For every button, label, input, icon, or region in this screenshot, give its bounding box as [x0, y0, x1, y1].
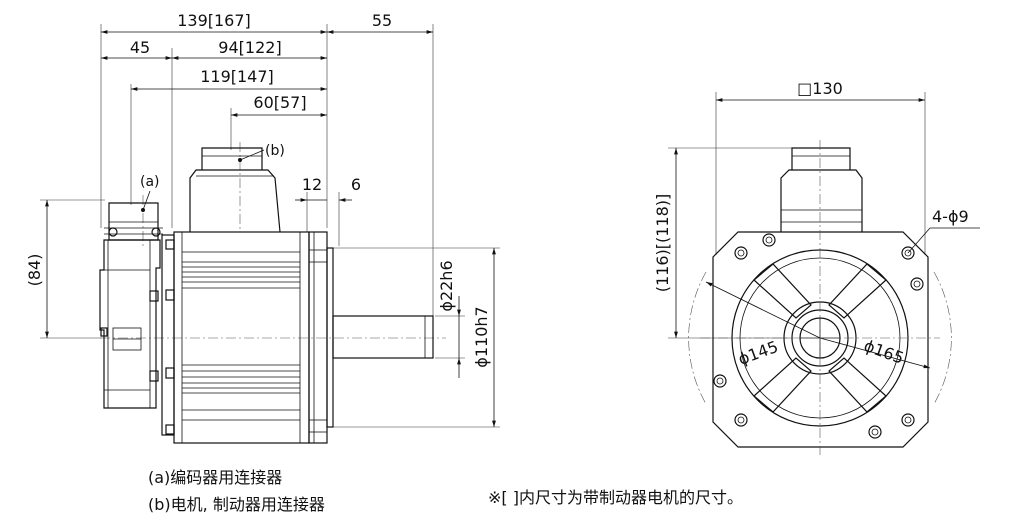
- dim-spigot-diameter: ϕ110h7: [472, 306, 491, 367]
- legend-motor-brake-connector: (b)电机, 制动器用连接器: [148, 495, 325, 514]
- motor-body: [173, 231, 310, 444]
- dim-encoder-section: 45: [130, 38, 150, 57]
- dim-shaft-step: 6: [351, 175, 361, 194]
- mounting-holes: [713, 233, 924, 439]
- legend-encoder-connector: (a)编码器用连接器: [148, 468, 283, 487]
- front-flange: [308, 231, 328, 444]
- cooling-fins: [182, 251, 300, 421]
- motor-shaft: [332, 315, 434, 359]
- dim-connector-to-flange: 119[147]: [200, 67, 274, 86]
- dim-shaft-diameter: ϕ22h6: [437, 260, 456, 311]
- power-connector: [189, 147, 281, 233]
- bracket-note: ※[ ]内尺寸为带制动器电机的尺寸。: [488, 488, 743, 507]
- dim-connector-b-to-flange: 60[57]: [253, 93, 306, 112]
- encoder-connector: [104, 202, 163, 241]
- front-flange-plate: [712, 231, 929, 448]
- front-view: □130 (116)[(118)]: [653, 79, 980, 455]
- dim-connector-height: (84): [25, 254, 44, 287]
- front-ribs: [753, 263, 887, 413]
- dim-mount-holes: 4-ϕ9: [932, 207, 969, 226]
- encoder-cover: [99, 239, 161, 409]
- dim-total-length: 139[167]: [177, 11, 251, 30]
- dim-circle-145: ϕ145: [736, 337, 781, 369]
- label-b: (b): [265, 143, 285, 159]
- label-a: (a): [140, 174, 160, 190]
- dim-flange-thickness: 12: [302, 175, 322, 194]
- dim-flange-square: □130: [797, 79, 843, 98]
- side-view: 139[167] 55 45 94[122] 119[147] 60[57] 1…: [25, 11, 500, 444]
- rear-plate: [161, 234, 175, 436]
- dim-shaft-length: 55: [372, 11, 392, 30]
- front-connector: [780, 147, 863, 232]
- dim-motor-body: 94[122]: [218, 38, 281, 57]
- dim-height: (116)[(118)]: [653, 194, 672, 293]
